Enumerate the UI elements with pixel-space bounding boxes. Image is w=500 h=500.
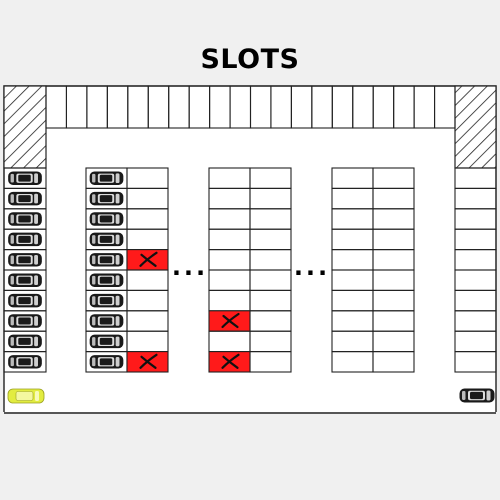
parked-car-icon: [89, 212, 124, 226]
parked-car-icon: [89, 232, 124, 247]
ellipsis-2: ...: [294, 253, 330, 281]
parked-car-icon: [8, 232, 42, 247]
parked-car-icon: [89, 355, 124, 369]
yellow-car-icon[interactable]: [7, 388, 45, 404]
ellipsis-1: ...: [172, 253, 208, 281]
parked-car-icon: [8, 314, 42, 328]
page-title: SLOTS: [200, 44, 300, 75]
parked-car-icon: [89, 314, 124, 328]
slot-blocks[interactable]: [3, 167, 497, 373]
parked-car-icon: [89, 334, 124, 349]
parked-car-icon: [8, 191, 42, 206]
blocked-x-icon: [139, 251, 158, 267]
parked-car-icon: [8, 355, 42, 369]
dark-car-icon: [459, 388, 495, 403]
parked-car-icon: [8, 293, 42, 308]
parked-car-icon: [8, 334, 42, 349]
parked-car-icon: [8, 212, 42, 226]
parked-car-icon: [8, 171, 42, 185]
parked-car-icon: [89, 171, 124, 185]
parked-car-icon: [8, 273, 42, 287]
parking-slot[interactable]: [454, 351, 497, 373]
parking-slot[interactable]: [249, 351, 292, 373]
parked-car-icon: [8, 253, 42, 267]
top-slot[interactable]: [433, 85, 456, 129]
parked-car-icon: [89, 191, 124, 206]
cars: [7, 171, 495, 404]
parking-slot[interactable]: [372, 351, 415, 373]
blocked-x-icon: [221, 353, 240, 369]
parking-slot[interactable]: [3, 351, 47, 373]
corner-block-left: [3, 85, 47, 169]
parked-car-icon: [89, 293, 124, 308]
blocked-x-icon: [221, 312, 240, 329]
blocked-x-icon: [139, 353, 158, 369]
corner-block-right: [454, 85, 497, 169]
parked-car-icon: [89, 273, 124, 287]
parked-car-icon: [89, 253, 124, 267]
